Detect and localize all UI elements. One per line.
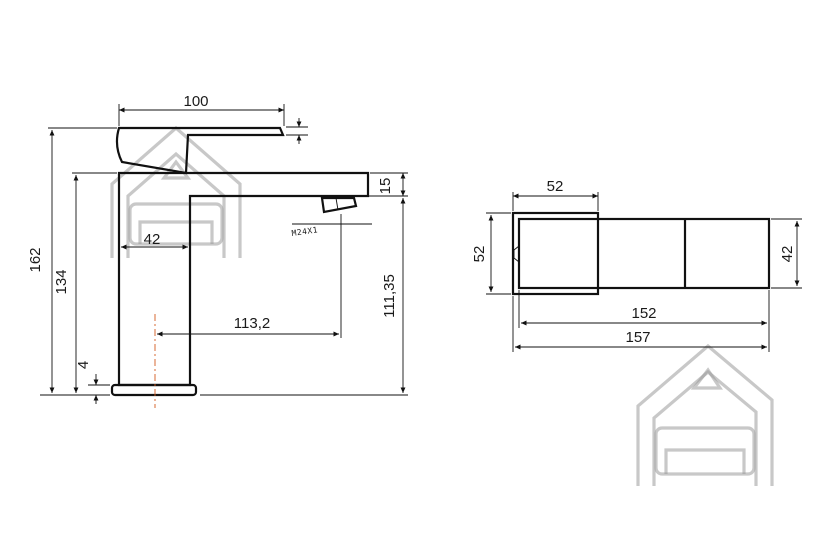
- top-base-square: [511, 211, 600, 296]
- side-view: 100 15 42 113,2 M24X1 162 134: [27, 93, 408, 408]
- dim-height-spout: 134: [53, 269, 70, 294]
- dim-body-depth: 52: [471, 246, 488, 263]
- dim-offset-base: 42: [144, 231, 161, 248]
- lever-outline: [115, 126, 285, 175]
- dim-height-total: 162: [27, 247, 44, 272]
- base-plate: [110, 383, 198, 397]
- dim-body-width: 52: [547, 178, 564, 195]
- dim-spout-width: 42: [779, 246, 796, 263]
- dim-width-lever: 100: [183, 93, 208, 110]
- top-view: 52 52 42 152 157: [471, 178, 802, 352]
- dim-outlet-height: 111,35: [381, 274, 398, 318]
- dim-length-total: 157: [625, 329, 650, 346]
- thread-label: M24X1: [291, 225, 319, 238]
- top-spout-body: [517, 217, 771, 290]
- dim-lever-gap: 15: [377, 178, 394, 195]
- house-watermark-icon: [636, 343, 774, 486]
- dim-spout-reach: 113,2: [234, 315, 270, 332]
- dim-base-thickness: 4: [75, 361, 92, 369]
- house-watermark-icon: [110, 125, 242, 258]
- dim-length-spout: 152: [631, 305, 656, 322]
- aerator: [320, 196, 358, 214]
